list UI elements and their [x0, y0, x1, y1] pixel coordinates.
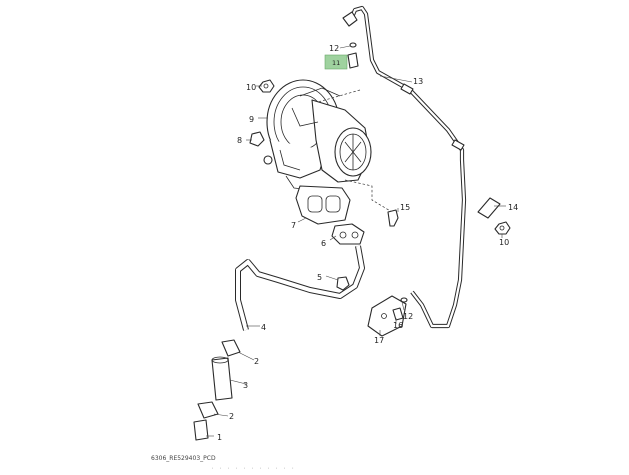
callout-8: 8 [237, 136, 242, 145]
callout-7: 7 [291, 221, 296, 230]
callout-2-upper: 2 [254, 357, 259, 366]
callout-12-upper: 12 [329, 44, 339, 53]
callout-11-highlight [324, 54, 348, 70]
washer-12-lower [400, 297, 408, 303]
callout-2-lower: 2 [229, 412, 234, 421]
callout-10-upper: 10 [246, 83, 256, 92]
callout-4: 4 [261, 323, 266, 332]
figure-id: 6306_RE529403_PCD [151, 455, 216, 462]
stud-8 [249, 131, 265, 147]
fitting-2-upper [221, 339, 241, 357]
footer-dots: · · · · · · · · · · · [211, 466, 296, 472]
callout-12-lower: 12 [403, 312, 413, 321]
callout-14: 14 [508, 203, 518, 212]
callout-17: 17 [374, 336, 384, 345]
callout-16: 16 [393, 321, 403, 330]
fitting-1 [193, 419, 209, 441]
callout-1: 1 [217, 433, 222, 442]
callout-10-lower: 10 [499, 238, 509, 247]
block-17 [367, 295, 407, 337]
callout-3: 3 [243, 381, 248, 390]
nut-10-upper [258, 79, 275, 93]
callout-13: 13 [413, 77, 423, 86]
fitting-2-lower [197, 401, 219, 419]
bracket-14 [477, 197, 501, 219]
gasket-7 [295, 185, 351, 225]
washer-12-top [349, 42, 357, 48]
adapter-fitting-11 [347, 52, 359, 69]
nut-10-lower [494, 221, 511, 235]
callout-15: 15 [400, 203, 410, 212]
gasket-flange-6 [331, 223, 365, 245]
bolt-5 [336, 276, 350, 291]
callout-11: 11 [332, 59, 340, 67]
turbocharger-9 [263, 79, 372, 191]
callout-6: 6 [321, 239, 326, 248]
callout-5: 5 [317, 273, 322, 282]
bolt-15 [387, 209, 399, 227]
fitting-16 [392, 307, 404, 321]
hose-3 [211, 357, 233, 401]
callout-9: 9 [249, 115, 254, 124]
